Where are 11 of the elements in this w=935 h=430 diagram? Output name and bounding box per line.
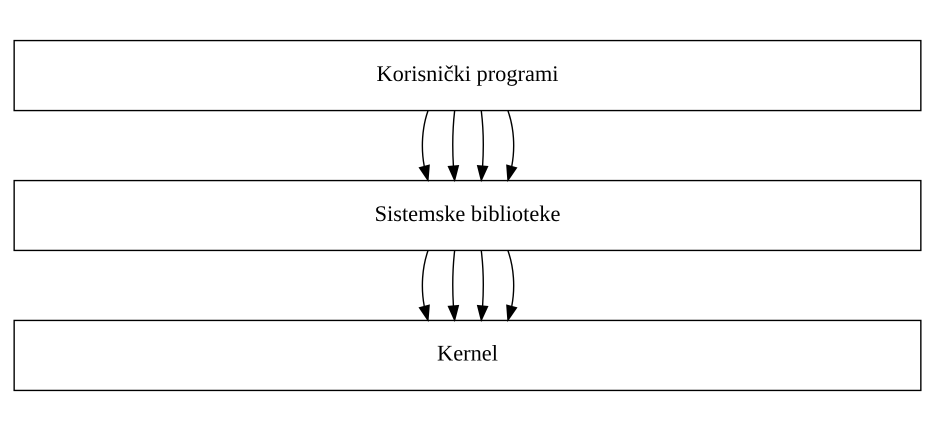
arrow [476, 250, 489, 322]
node-box: Korisnički programi [13, 39, 922, 111]
node-box: Sistemske biblioteke [13, 179, 922, 251]
arrow [506, 110, 518, 182]
arrow [476, 110, 489, 182]
arrow [418, 250, 430, 322]
arrow [418, 110, 430, 182]
arrow [506, 250, 518, 322]
arrow [448, 250, 460, 322]
node-box: Kernel [13, 319, 922, 391]
arrow [448, 110, 460, 182]
